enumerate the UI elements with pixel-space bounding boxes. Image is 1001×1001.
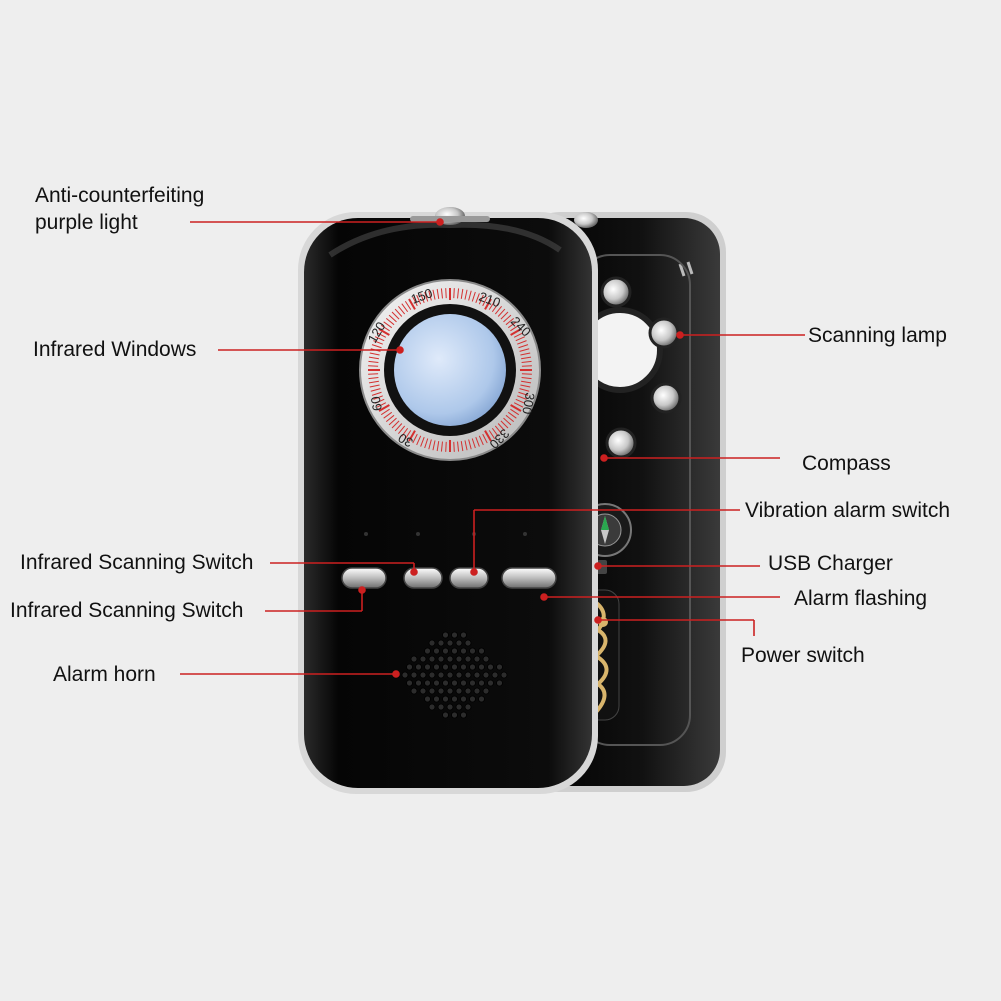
infrared-lens [394, 314, 506, 426]
label-alarm-flashing: Alarm flashing [794, 587, 928, 610]
power-button[interactable] [501, 567, 557, 589]
dial-number-60: 60 [368, 395, 385, 412]
label-scanning-lamp: Scanning lamp [808, 324, 947, 347]
label-compass: Compass [802, 452, 891, 475]
label-infrared-switch-2: Infrared Scanning Switch [10, 599, 244, 622]
indicator-dots [364, 532, 527, 536]
leader-lines [180, 218, 805, 678]
scanning-lamp-icons [600, 276, 682, 459]
dial-number-300: 300 [519, 391, 538, 415]
infrared-scan-button-2[interactable] [403, 567, 443, 589]
label-usb-charger: USB Charger [768, 552, 893, 575]
label-infrared-switch-1: Infrared Scanning Switch [20, 551, 254, 574]
label-vibration-switch: Vibration alarm switch [745, 499, 951, 522]
label-power-switch: Power switch [741, 644, 865, 667]
front-device: 150 210 240 300 330 30 60 120 [298, 207, 598, 794]
dial: 150 210 240 300 330 30 60 120 [359, 279, 541, 461]
label-alarm-horn: Alarm horn [53, 663, 156, 686]
vibration-button[interactable] [449, 567, 489, 589]
dial-number-150: 150 [409, 285, 435, 307]
label-anti-counterfeit-line1: Anti-counterfeiting [35, 184, 205, 207]
back-top-led [574, 212, 598, 228]
label-anti-counterfeit-line2: purple light [35, 211, 138, 235]
dial-number-210: 210 [477, 289, 503, 311]
dial-ticks [368, 288, 532, 452]
speaker-grille-icon [392, 631, 508, 719]
label-anti-counterfeit: Anti-counterfeiting purple light [35, 182, 204, 237]
label-infrared-windows: Infrared Windows [33, 338, 197, 361]
grip-marks [678, 261, 694, 277]
infrared-scan-button-1[interactable] [341, 567, 387, 589]
dial-number-30: 30 [395, 430, 415, 450]
